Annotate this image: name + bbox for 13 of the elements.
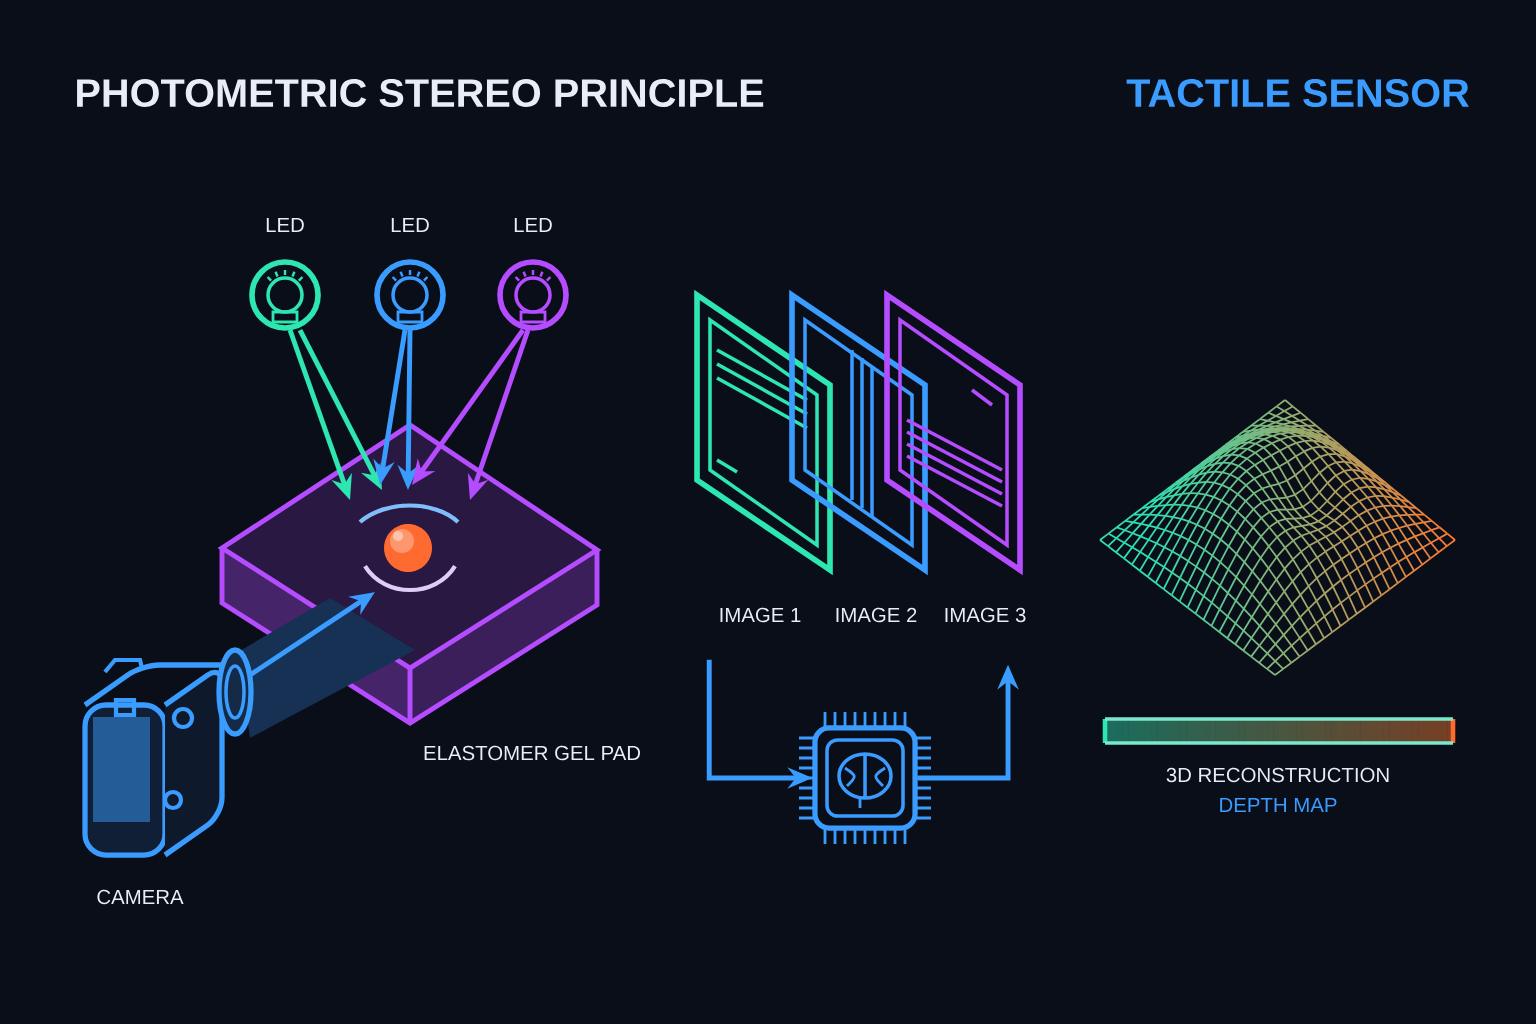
pad-label: ELASTOMER GEL PAD — [424, 745, 641, 761]
led-label: LED — [514, 217, 552, 232]
image-label: IMAGE 2 — [836, 607, 917, 623]
caption-text: DEPTH MAP — [1220, 797, 1337, 813]
image-label: IMAGE 1 — [720, 607, 801, 623]
camera-label: CAMERA — [97, 889, 184, 905]
processor-chip-icon — [797, 710, 933, 846]
title: PHOTOMETRIC STEREO PRINCIPLE — [77, 78, 764, 108]
led-label: LED — [266, 217, 304, 232]
image-label: IMAGE 3 — [945, 607, 1026, 623]
section-heading: TACTILE SENSOR — [1126, 78, 1469, 108]
led-label: LED — [391, 217, 429, 232]
caption-text: 3D RECONSTRUCTION — [1166, 767, 1389, 783]
